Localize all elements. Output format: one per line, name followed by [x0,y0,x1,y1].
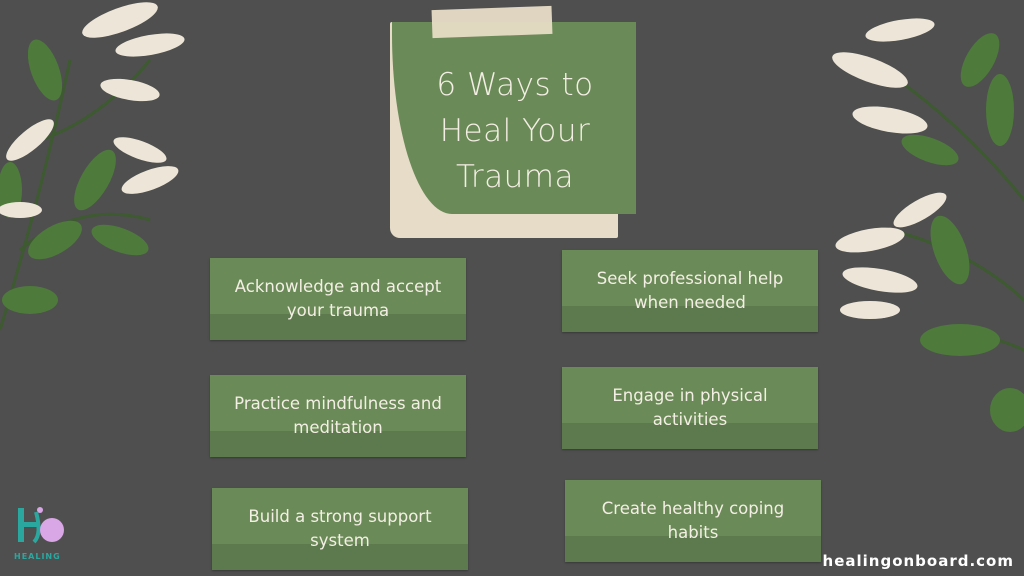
healing-logo: HEALING [14,504,70,564]
tape [431,5,553,39]
way-card-3: Practice mindfulness and meditation [210,375,466,457]
way-card-6: Create healthy coping habits [565,480,821,562]
left-honeysuckle-illustration [0,2,185,331]
way-card-4: Engage in physical activities [562,367,818,449]
website-url: healingonboard.com [822,552,1014,570]
way-card-5: Build a strong support system [212,488,468,570]
way-card-1: Acknowledge and accept your trauma [210,258,466,340]
page-title: 6 Ways to Heal Your Trauma [436,67,594,195]
way-card-2: Seek professional help when needed [562,250,818,332]
right-honeysuckle-illustration [832,18,1024,432]
title-sticky-note [392,22,636,214]
